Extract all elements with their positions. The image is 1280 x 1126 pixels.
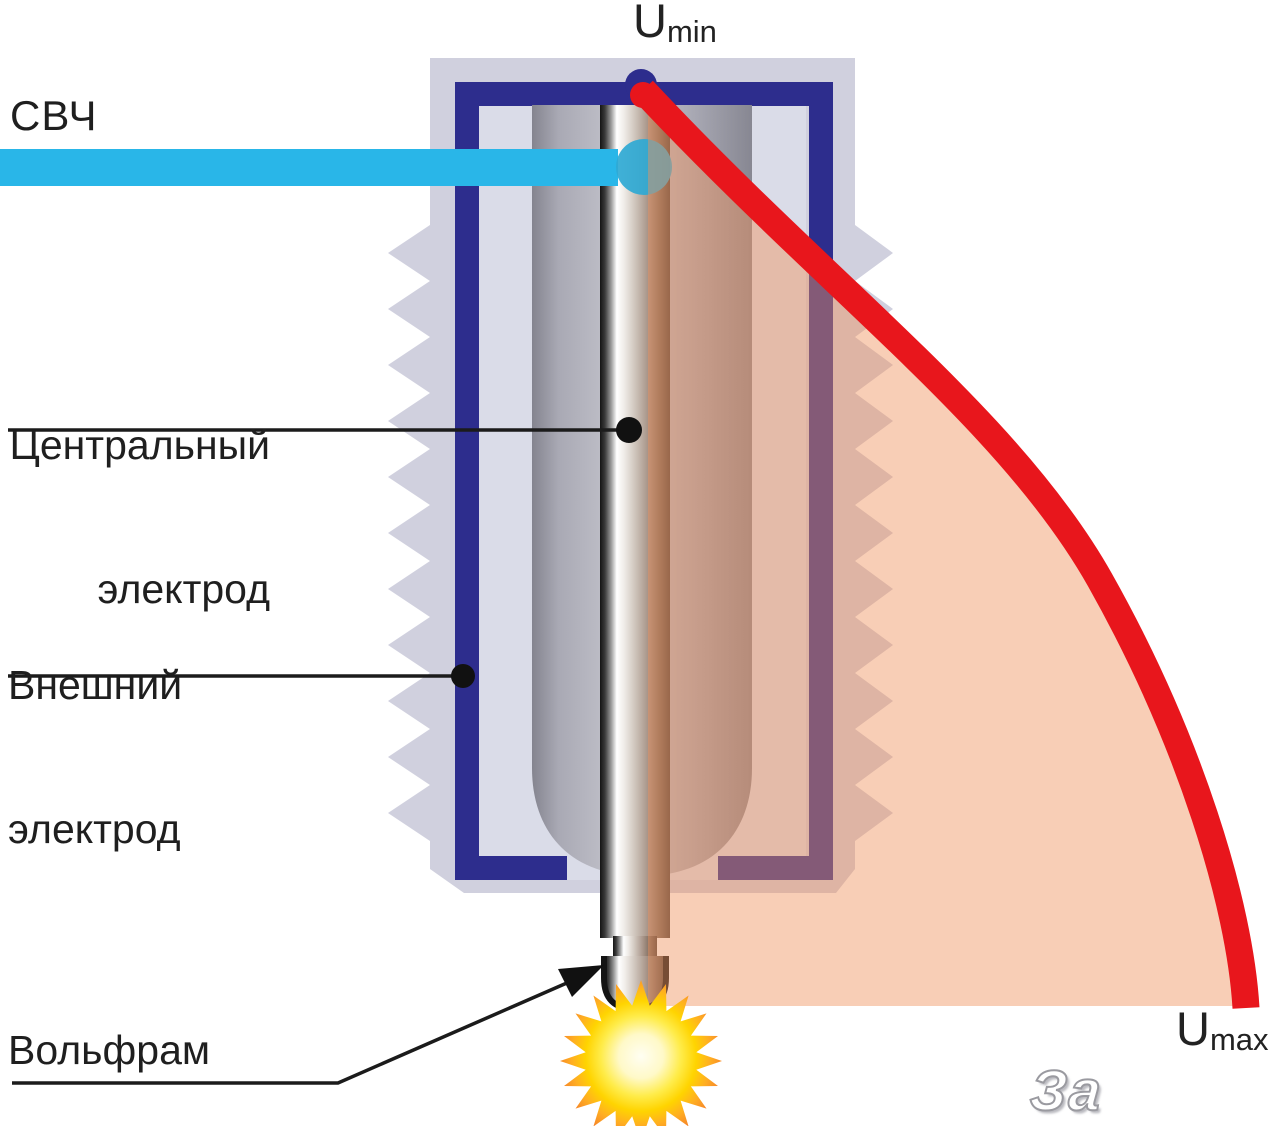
- voltage-curve: [633, 80, 1260, 1009]
- central-electrode-label-line2: электрод: [97, 566, 270, 612]
- central-electrode-marker-dot: [616, 417, 642, 443]
- outer-electrode-marker-dot: [451, 664, 475, 688]
- microwave-contact-dot: [616, 139, 672, 195]
- u-max-symbol: U: [1176, 1002, 1210, 1055]
- outer-electrode-label: Внешний электрод: [8, 565, 182, 901]
- central-electrode-label: Центральный электрод: [0, 325, 270, 661]
- u-min-label: U min: [633, 0, 717, 47]
- spark-burst: [560, 980, 722, 1126]
- microwave-label: СВЧ: [10, 92, 98, 139]
- u-min-symbol: U: [633, 0, 667, 47]
- u-max-label: U max: [1176, 1002, 1269, 1057]
- tungsten-label: Вольфрам: [8, 1027, 211, 1073]
- magazine-watermark: За рулем: [1022, 1058, 1212, 1126]
- tungsten-leader: [12, 970, 593, 1085]
- central-electrode-label-line1: Центральный: [9, 422, 270, 468]
- u-max-subscript: max: [1209, 1022, 1269, 1057]
- microwave-line: [0, 149, 618, 186]
- u-min-subscript: min: [666, 14, 717, 49]
- field-region: [648, 92, 1245, 1006]
- outer-electrode-right-wall: [718, 82, 833, 880]
- tungsten-arrowhead: [558, 965, 604, 997]
- outer-electrode-label-line1: Внешний: [8, 662, 183, 708]
- outer-electrode-label-line2: электрод: [8, 806, 181, 852]
- central-electrode-rod: [600, 105, 670, 938]
